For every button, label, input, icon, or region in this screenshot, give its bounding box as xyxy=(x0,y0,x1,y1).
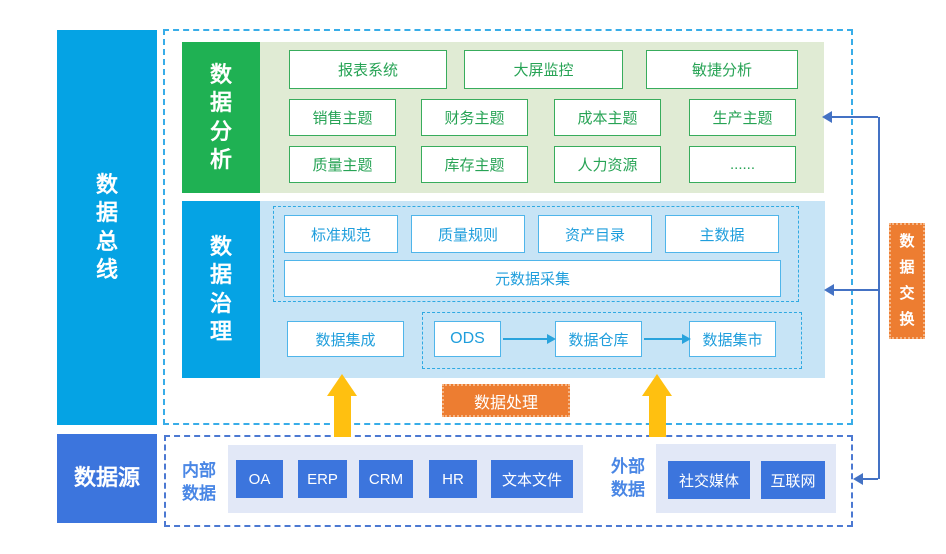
internal-data-label: 内部 数据 xyxy=(182,461,216,503)
data-exchange-box: 数 据 交 换 xyxy=(889,223,925,339)
warehouse-to-mart-line xyxy=(644,338,682,340)
ods-to-warehouse-line xyxy=(503,338,547,340)
hr-topic-box: 人力资源 xyxy=(554,146,661,183)
governance-label: 数 据 治 理 xyxy=(182,201,260,378)
production-topic-box: 生产主题 xyxy=(689,99,796,136)
erp-box: ERP xyxy=(298,460,347,498)
inventory-topic-box: 库存主题 xyxy=(421,146,528,183)
exchange-arrow-source-icon xyxy=(853,473,863,485)
asset-catalog-box: 资产目录 xyxy=(538,215,652,253)
data-integration-box: 数据集成 xyxy=(287,321,404,357)
exchange-branch-source-line xyxy=(863,478,878,480)
bus-dashed-frame xyxy=(163,29,853,425)
data-source-block: 数据源 xyxy=(57,434,157,523)
data-processing-box: 数据处理 xyxy=(442,384,570,417)
agile-analysis-box: 敏捷分析 xyxy=(646,50,798,89)
text-file-box: 文本文件 xyxy=(491,460,573,498)
exchange-branch-governance-line xyxy=(834,289,878,291)
exchange-arrow-governance-icon xyxy=(824,284,834,296)
finance-topic-box: 财务主题 xyxy=(421,99,528,136)
master-data-box: 主数据 xyxy=(665,215,779,253)
exchange-branch-analysis-line xyxy=(832,116,878,118)
metadata-collection-box: 元数据采集 xyxy=(284,260,781,297)
sales-topic-box: 销售主题 xyxy=(289,99,396,136)
governance-rules-frame xyxy=(273,206,799,302)
up-arrow-left-icon xyxy=(327,374,357,437)
ods-to-warehouse-arrow-icon xyxy=(547,334,556,344)
social-media-box: 社交媒体 xyxy=(668,461,750,499)
dashboard-monitoring-box: 大屏监控 xyxy=(464,50,623,89)
quality-rules-box: 质量规则 xyxy=(411,215,525,253)
quality-topic-box: 质量主题 xyxy=(289,146,396,183)
more-topics-box: ...... xyxy=(689,146,796,183)
cost-topic-box: 成本主题 xyxy=(554,99,661,136)
external-data-label: 外部 数据 xyxy=(611,457,645,499)
warehouse-pipeline-frame xyxy=(422,312,802,369)
data-warehouse-box: 数据仓库 xyxy=(555,321,642,357)
report-system-box: 报表系统 xyxy=(289,50,447,89)
hr-box: HR xyxy=(429,460,477,498)
up-arrow-right-icon xyxy=(642,374,672,437)
oa-box: OA xyxy=(236,460,283,498)
data-bus-bar: 数 据 总 线 xyxy=(57,30,157,425)
exchange-vertical-line xyxy=(878,117,880,479)
warehouse-to-mart-arrow-icon xyxy=(682,334,691,344)
ods-box: ODS xyxy=(434,321,501,357)
internet-box: 互联网 xyxy=(761,461,825,499)
standards-box: 标准规范 xyxy=(284,215,398,253)
exchange-arrow-analysis-icon xyxy=(822,111,832,123)
data-mart-box: 数据集市 xyxy=(689,321,776,357)
crm-box: CRM xyxy=(359,460,413,498)
analysis-label: 数 据 分 析 xyxy=(182,42,260,193)
source-dashed-frame xyxy=(164,435,853,527)
